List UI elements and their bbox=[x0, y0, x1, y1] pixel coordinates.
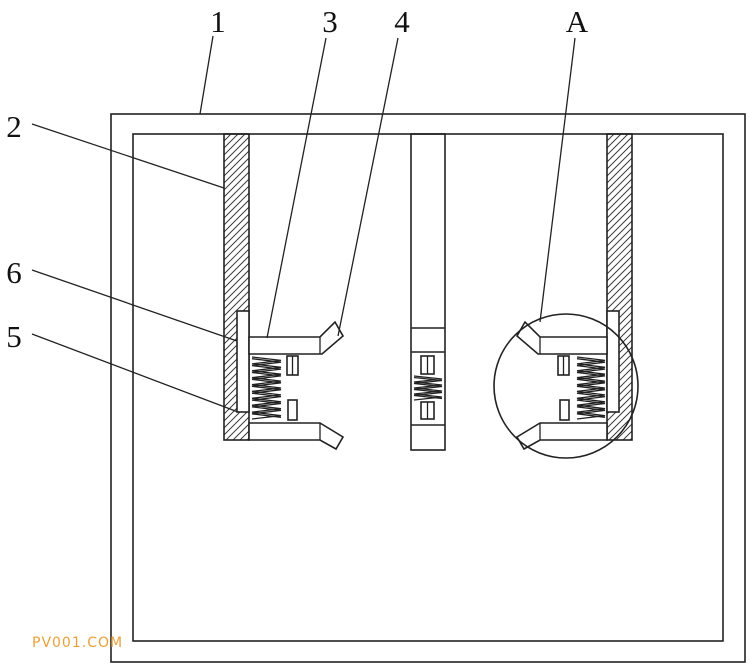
hatch-line bbox=[606, 143, 633, 170]
hatch-line bbox=[606, 262, 633, 289]
right-lower-block bbox=[559, 399, 570, 421]
right-lower-arm bbox=[515, 422, 608, 451]
callout-top-2: 4 bbox=[394, 4, 410, 39]
hatch-line bbox=[223, 213, 250, 240]
hatch-line bbox=[606, 402, 633, 429]
leader-line-left-2 bbox=[31, 333, 239, 413]
hatch-line bbox=[606, 255, 633, 282]
callout-left-2: 5 bbox=[6, 319, 22, 354]
hatch-line bbox=[606, 185, 633, 212]
hatch-line bbox=[606, 133, 622, 149]
hatch-line bbox=[223, 248, 250, 275]
hatch-line bbox=[223, 227, 250, 254]
callout-left-1: 6 bbox=[6, 255, 22, 290]
hatch-line bbox=[223, 276, 250, 303]
hatch-line bbox=[225, 416, 250, 441]
hatch-line bbox=[223, 164, 250, 191]
spring-coil bbox=[576, 358, 606, 418]
hatch-line bbox=[223, 150, 250, 177]
hatch-line bbox=[606, 136, 633, 163]
hatch-line bbox=[223, 133, 232, 142]
left-plate bbox=[236, 310, 250, 413]
hatch-line bbox=[606, 133, 615, 142]
leader-line-top-0 bbox=[199, 35, 214, 115]
spring-coil bbox=[413, 376, 443, 400]
left-upper-arm bbox=[248, 320, 345, 355]
hatch-line bbox=[223, 409, 250, 436]
hatch-line bbox=[223, 199, 250, 226]
leader-line-left-0 bbox=[31, 123, 225, 189]
hatch-line bbox=[223, 136, 250, 163]
hatch-line bbox=[223, 255, 250, 282]
right-plate bbox=[606, 310, 620, 413]
hatch-line bbox=[608, 416, 633, 441]
hatch-line bbox=[606, 241, 633, 268]
hatch-line bbox=[223, 290, 250, 317]
callout-top-1: 3 bbox=[322, 4, 338, 39]
hatch-line bbox=[232, 423, 250, 441]
hatch-line bbox=[223, 206, 250, 233]
leader-line-top-1 bbox=[266, 37, 327, 339]
callout-top-0: 1 bbox=[210, 4, 226, 39]
hatch-line bbox=[606, 269, 633, 296]
left-lower-block bbox=[287, 399, 298, 421]
hatch-line bbox=[606, 206, 633, 233]
hatch-line bbox=[223, 192, 250, 219]
hatch-line bbox=[606, 283, 633, 310]
hatch-line bbox=[223, 262, 250, 289]
watermark: PV001.COM bbox=[32, 635, 123, 651]
hatch-line bbox=[606, 234, 633, 261]
hatch-line bbox=[606, 248, 633, 275]
left-spring bbox=[251, 356, 282, 420]
hatch-line bbox=[223, 171, 250, 198]
hatch-line bbox=[606, 133, 629, 156]
leader-line-left-1 bbox=[31, 269, 238, 342]
hatch-line bbox=[223, 157, 250, 184]
hatch-line bbox=[606, 171, 633, 198]
hatch-line bbox=[223, 220, 250, 247]
callout-top-3: A bbox=[566, 4, 589, 39]
left-lower-arm bbox=[248, 422, 345, 451]
leader-line-top-2 bbox=[337, 37, 399, 337]
hatch-line bbox=[606, 178, 633, 205]
hatch-line bbox=[606, 164, 633, 191]
detail-circle bbox=[493, 313, 639, 459]
hatch-line bbox=[606, 227, 633, 254]
hatch-line bbox=[223, 234, 250, 261]
spring-coil bbox=[251, 358, 282, 418]
hatch-line bbox=[223, 143, 250, 170]
callout-left-0: 2 bbox=[6, 109, 22, 144]
hatch-line bbox=[223, 178, 250, 205]
middle-column bbox=[410, 133, 446, 451]
hatch-line bbox=[223, 133, 239, 149]
spring-coil bbox=[576, 356, 606, 420]
hatch-line bbox=[223, 269, 250, 296]
hatch-line bbox=[615, 423, 633, 441]
right-upper-arm bbox=[515, 320, 608, 355]
hatch-line bbox=[606, 157, 633, 184]
hatch-line bbox=[606, 409, 633, 436]
hatch-line bbox=[622, 430, 633, 441]
left-wall-hatching bbox=[223, 133, 250, 441]
hatch-line bbox=[223, 283, 250, 310]
left-wall bbox=[223, 133, 250, 441]
right-wall bbox=[606, 133, 633, 441]
middle-spring bbox=[413, 375, 443, 401]
hatch-line bbox=[223, 241, 250, 268]
leader-line-top-3 bbox=[539, 37, 576, 323]
hatch-line bbox=[239, 430, 250, 441]
hatch-line bbox=[606, 192, 633, 219]
hatch-line bbox=[606, 276, 633, 303]
hatch-line bbox=[606, 199, 633, 226]
hatch-line bbox=[606, 220, 633, 247]
hatch-line bbox=[223, 185, 250, 212]
hatch-line bbox=[223, 133, 246, 156]
hatch-line bbox=[606, 213, 633, 240]
right-spring bbox=[576, 356, 606, 420]
outer-frame bbox=[110, 113, 746, 663]
spring-coil bbox=[251, 356, 282, 420]
hatch-line bbox=[606, 150, 633, 177]
